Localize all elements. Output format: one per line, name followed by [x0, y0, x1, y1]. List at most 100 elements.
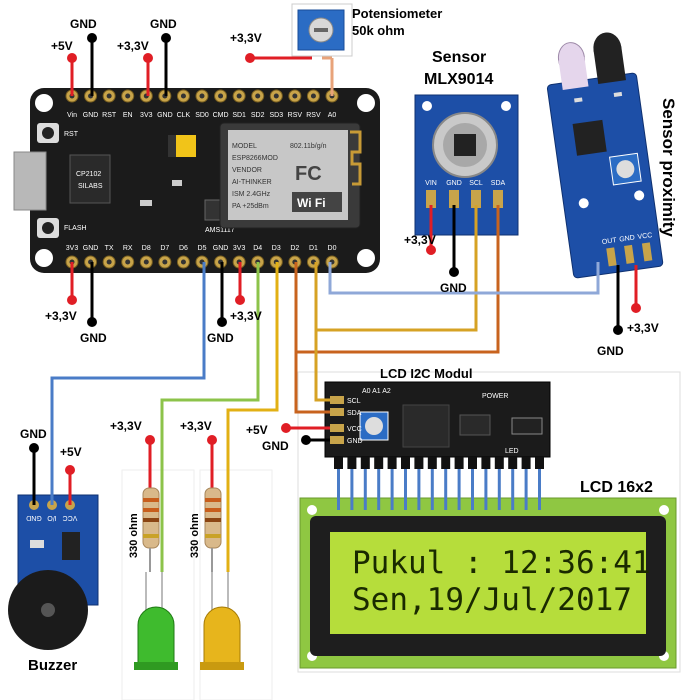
- proximity-pin-label: VCC: [637, 232, 653, 241]
- i2c-address-label: A0 A1 A2: [362, 388, 391, 395]
- chip-label: CP2102: [76, 171, 101, 178]
- mlx-3v3-label: +3,3V: [404, 233, 436, 247]
- buzzer-pin-label: GND: [26, 514, 42, 521]
- bottom-power-leads: +3,3V GND GND +3,3V +3,3V GND GND +3,3V …: [20, 205, 659, 505]
- proximity-pin-label: GND: [619, 234, 635, 243]
- buzzer-5v-label: +5V: [60, 445, 82, 459]
- board-pin-label: SD2: [251, 112, 265, 119]
- lcd-line-1: Pukul : 12:36:41: [352, 545, 651, 581]
- board-pin-label: CMD: [213, 112, 229, 119]
- vin-5v-label: +5V: [51, 39, 73, 53]
- i2c-pin: [330, 436, 344, 444]
- i2c-led-label: LED: [505, 448, 519, 455]
- board-pin-label: 3V3: [233, 245, 246, 252]
- i2c-header-pin: [481, 457, 491, 469]
- i2c-header-pins: [334, 457, 544, 510]
- i2c-header-pin: [427, 457, 437, 469]
- proximity-pin: [624, 244, 635, 264]
- potentiometer-label: Potensiometer: [352, 6, 442, 21]
- mount-hole: [35, 94, 53, 112]
- lcd-line-2: Sen,19/Jul/2017: [352, 582, 632, 618]
- board-pin-label: CLK: [177, 112, 191, 119]
- bottom-3v3-label: +3,3V: [45, 309, 77, 323]
- board-pin-label: GND: [213, 245, 229, 252]
- nodemcu-board: RST FLASH CP2102 SILABS AMS1117 MODEL ES…: [13, 88, 380, 273]
- proximity-label: Sensor proximity: [659, 98, 678, 237]
- mlx-pin: [493, 190, 503, 208]
- mlx-pin-label: SCL: [469, 180, 483, 187]
- i2c-5v-label: +5V: [246, 423, 268, 437]
- bottom-gnd-label-1: GND: [80, 331, 107, 345]
- yellow-led-wire: [226, 262, 279, 572]
- i2c-header-pin: [414, 457, 424, 469]
- top-gnd-label-2: GND: [150, 17, 177, 31]
- rst-label: RST: [64, 131, 79, 138]
- board-pin-label: D1: [309, 245, 318, 252]
- board-pin-label: RST: [102, 112, 117, 119]
- wifi-logo-box: [292, 192, 342, 212]
- i2c-pin-label: SCL: [347, 398, 361, 405]
- pot-3v3-label: +3,3V: [230, 31, 262, 45]
- regulator-label: AMS1117: [205, 227, 235, 234]
- mlx-label-line2: MLX9014: [424, 71, 493, 88]
- mlx-pin: [449, 190, 459, 208]
- i2c-module: LCD I2C Modul A0 A1 A2 POWER LED GNDVCCS…: [324, 366, 551, 510]
- i2c-header-pin: [334, 457, 343, 469]
- green-led-wire: [160, 262, 260, 572]
- pcf8574-chip: [402, 404, 450, 448]
- board-pin-label: D8: [142, 245, 151, 252]
- board-pin-label: RSV: [306, 112, 321, 119]
- board-pin-label: 3V3: [140, 112, 153, 119]
- i2c-header-pin: [401, 457, 410, 469]
- d2-sda-wire: [294, 205, 500, 354]
- board-pin-label: D4: [253, 245, 262, 252]
- buzzer-pin-label: VCC: [63, 514, 78, 521]
- module-pa: PA +25dBm: [232, 203, 269, 210]
- i2c-pin-label: GND: [347, 438, 363, 445]
- top-power-leads: +5V GND +3,3V GND: [51, 17, 177, 96]
- proximity-pin: [641, 242, 653, 262]
- mlx-pin-label: SDA: [491, 180, 506, 187]
- mlx-gnd-label: GND: [440, 281, 467, 295]
- resistor-2-label: 330 ohm: [189, 513, 201, 558]
- board-pin-label: RSV: [288, 112, 303, 119]
- prox-3v3-label: +3,3V: [627, 321, 659, 335]
- fcc-logo: FC: [295, 163, 322, 185]
- board-pin-label: A0: [328, 112, 337, 119]
- top-gnd-label-1: GND: [70, 17, 97, 31]
- i2c-header-pin: [535, 457, 544, 469]
- mlx-pin: [471, 190, 481, 208]
- i2c-pin: [330, 424, 344, 432]
- buzzer-pin-label: I/O: [47, 514, 57, 521]
- buzzer-label: Buzzer: [28, 657, 77, 674]
- i2c-header-pin: [521, 457, 531, 469]
- board-pin-label: D3: [272, 245, 281, 252]
- board-pin-label: D6: [179, 245, 188, 252]
- i2c-header-pin: [508, 457, 518, 469]
- potentiometer-value-label: 50k ohm: [352, 23, 405, 38]
- i2c-gnd-label: GND: [262, 439, 289, 453]
- mlx-pin-label: VIN: [425, 180, 437, 187]
- yellow-led-icon: [203, 606, 241, 666]
- board-pin-label: D5: [198, 245, 207, 252]
- board-pin-label: RX: [123, 245, 133, 252]
- i2c-pin: [330, 408, 344, 416]
- bottom-gnd-label-2: GND: [207, 331, 234, 345]
- i2c-header-pin: [494, 457, 504, 469]
- module-vendor-label: VENDOR: [232, 167, 262, 174]
- board-pin-label: Vin: [67, 112, 77, 119]
- usb-connector: [13, 151, 47, 211]
- board-pin-label: GND: [157, 112, 173, 119]
- top-3v3-label: +3,3V: [117, 39, 149, 53]
- yellow-led-3v3-label: +3,3V: [180, 419, 212, 433]
- board-pin-label: D0: [328, 245, 337, 252]
- board-pin-label: GND: [83, 112, 99, 119]
- i2c-pin-label: VCC: [347, 426, 362, 433]
- i2c-header-pin: [374, 457, 384, 469]
- buzzer-module: I/O GND VCC Buzzer: [8, 494, 99, 674]
- green-led-icon: [137, 606, 175, 666]
- i2c-power-label: POWER: [482, 393, 508, 400]
- proximity-pin-label: OUT: [601, 237, 617, 246]
